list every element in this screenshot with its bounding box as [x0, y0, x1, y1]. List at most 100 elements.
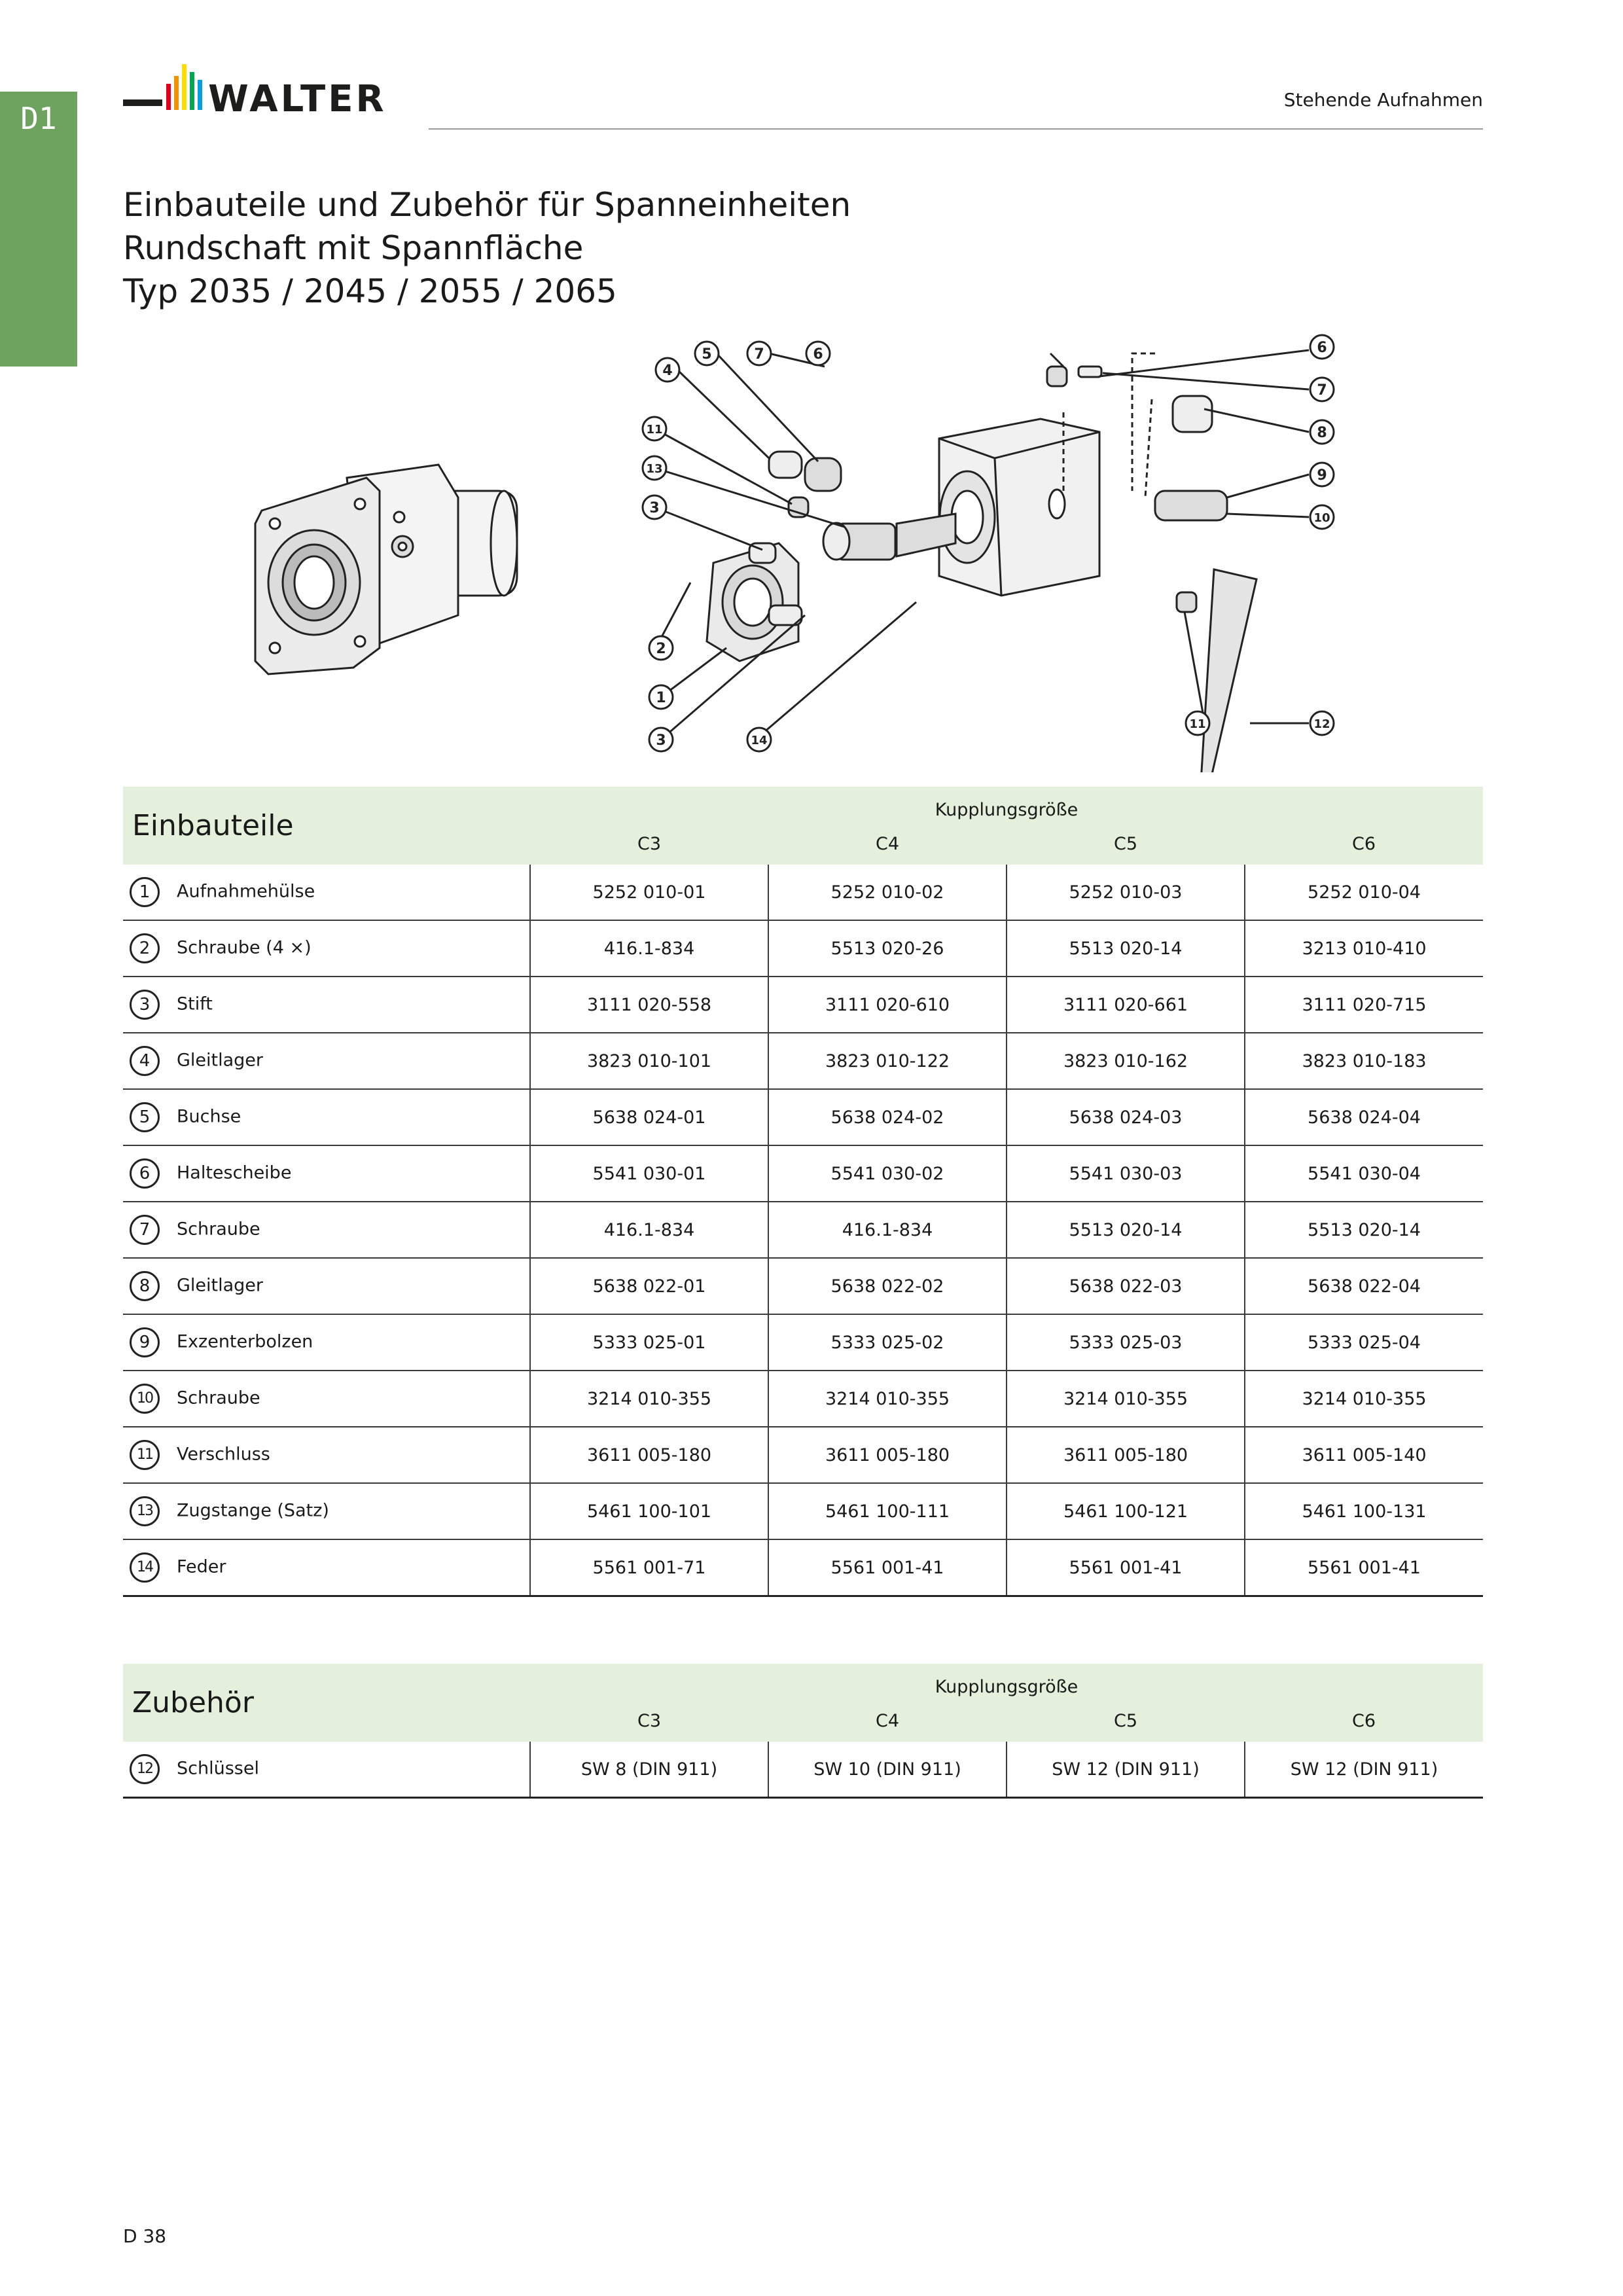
title-line-2: Rundschaft mit Spannfläche	[123, 229, 584, 267]
part-number-badge: 4	[130, 1046, 160, 1076]
page-number: D 38	[123, 2225, 167, 2247]
size-c5-header: C5	[1007, 823, 1245, 865]
part-name: Zugstange (Satz)	[177, 1500, 329, 1521]
order-number-cell: 3823 010-122	[768, 1033, 1007, 1090]
order-number-cell: 3611 005-140	[1243, 1427, 1484, 1484]
part-name: Schraube	[177, 1219, 260, 1240]
order-number-cell: 3823 010-101	[529, 1033, 768, 1090]
callout-8: 8	[1317, 425, 1327, 441]
order-number-cell: 5513 020-26	[768, 920, 1007, 977]
part-name: Stift	[177, 994, 213, 1014]
part-cell: 3 Stift	[123, 977, 530, 1033]
callout-7b: 7	[1317, 382, 1327, 399]
part-name: Gleitlager	[177, 1050, 264, 1071]
order-number-cell: 5333 025-01	[529, 1314, 768, 1371]
coupling-size-header-zub: Kupplungsgröße	[530, 1664, 1484, 1700]
order-number-cell: 5638 022-03	[1006, 1258, 1245, 1315]
callout-9: 9	[1317, 467, 1327, 484]
order-number-cell: 5541 030-02	[768, 1145, 1007, 1202]
order-number-cell: SW 8 (DIN 911)	[529, 1742, 768, 1799]
part-name: Feder	[177, 1556, 226, 1577]
callout-6b: 6	[1317, 340, 1327, 356]
order-number-cell: 5541 030-04	[1243, 1145, 1484, 1202]
order-number-cell: 5638 022-04	[1243, 1258, 1484, 1315]
part-number-badge: 5	[130, 1102, 160, 1132]
order-number-cell: 5541 030-03	[1006, 1145, 1245, 1202]
callout-2: 2	[656, 641, 666, 657]
order-number-cell: 5561 001-41	[768, 1539, 1007, 1597]
order-number-cell: 5638 024-01	[529, 1089, 768, 1146]
callout-13: 13	[646, 462, 662, 476]
einbauteile-title: Einbauteile	[123, 787, 530, 865]
walter-logo-wordmark: WALTER	[208, 78, 387, 120]
part-name: Gleitlager	[177, 1275, 264, 1296]
part-cell: 13 Zugstange (Satz)	[123, 1483, 530, 1540]
callout-7: 7	[754, 346, 764, 363]
order-number-cell: 5333 025-03	[1006, 1314, 1245, 1371]
exploded-view-diagram: 4 5 7 6 11 13 3 2 1 3 14 6 7 8 9 10 11 1…	[641, 334, 1335, 772]
order-number-cell: 5333 025-02	[768, 1314, 1007, 1371]
header-divider	[429, 128, 1483, 130]
size-c6-header: C6	[1245, 1700, 1484, 1742]
order-number-cell: 5461 100-111	[768, 1483, 1007, 1540]
size-c3-header: C3	[530, 823, 768, 865]
order-number-cell: 5561 001-41	[1243, 1539, 1484, 1597]
size-c6-header: C6	[1245, 823, 1484, 865]
order-number-cell: 5461 100-121	[1006, 1483, 1245, 1540]
order-number-cell: 3214 010-355	[529, 1371, 768, 1427]
order-number-cell: SW 10 (DIN 911)	[768, 1742, 1007, 1799]
order-number-cell: 3111 020-558	[529, 977, 768, 1033]
part-name: Exzenterbolzen	[177, 1331, 313, 1352]
order-number-cell: 3214 010-355	[768, 1371, 1007, 1427]
part-number-badge: 8	[130, 1271, 160, 1301]
order-number-cell: 5252 010-01	[529, 865, 768, 921]
part-name: Haltescheibe	[177, 1162, 292, 1183]
clamping-unit-illustration	[254, 463, 518, 675]
part-name: Verschluss	[177, 1444, 270, 1465]
callout-12: 12	[1313, 717, 1330, 731]
order-number-cell: SW 12 (DIN 911)	[1243, 1742, 1484, 1799]
order-number-cell: 5638 022-01	[529, 1258, 768, 1315]
part-cell: 4 Gleitlager	[123, 1033, 530, 1090]
part-number-badge: 11	[130, 1440, 160, 1470]
part-number-badge: 13	[130, 1496, 160, 1526]
callout-11: 11	[646, 423, 662, 437]
part-number-badge: 3	[130, 990, 160, 1020]
order-number-cell: 5561 001-71	[529, 1539, 768, 1597]
order-number-cell: 5513 020-14	[1006, 920, 1245, 977]
page-title: Einbauteile und Zubehör für Spanneinheit…	[123, 183, 851, 313]
order-number-cell: 5252 010-04	[1243, 865, 1484, 921]
part-name: Aufnahmehülse	[177, 881, 315, 902]
order-number-cell: 3111 020-715	[1243, 977, 1484, 1033]
order-number-cell: 3823 010-162	[1006, 1033, 1245, 1090]
part-name: Schraube	[177, 1388, 260, 1408]
part-number-badge: 6	[130, 1158, 160, 1189]
callout-4: 4	[662, 363, 672, 379]
part-cell: 11 Verschluss	[123, 1427, 530, 1484]
order-number-cell: 5638 024-02	[768, 1089, 1007, 1146]
order-number-cell: 3111 020-610	[768, 977, 1007, 1033]
callout-10: 10	[1313, 511, 1330, 525]
order-number-cell: 5333 025-04	[1243, 1314, 1484, 1371]
order-number-cell: 3111 020-661	[1006, 977, 1245, 1033]
part-number-badge: 7	[130, 1215, 160, 1245]
chapter-tab-label: D1	[20, 101, 57, 136]
order-number-cell: 3611 005-180	[529, 1427, 768, 1484]
